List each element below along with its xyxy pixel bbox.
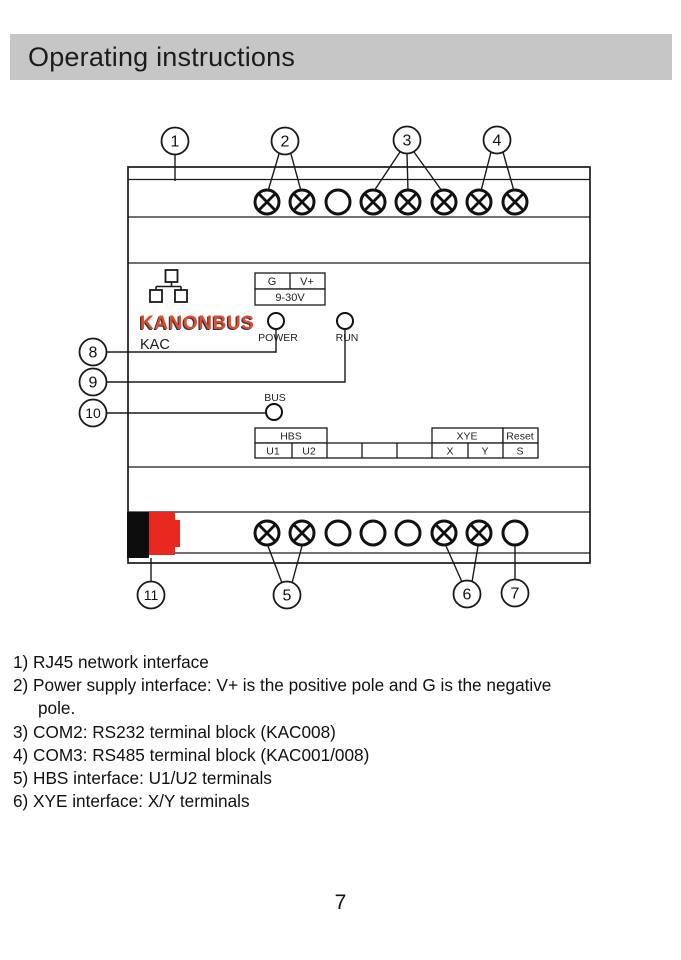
voltage-range-label: 9-30V [275,292,305,304]
hbs-group-label: HBS [280,431,302,443]
terminal-label-vplus: V+ [300,276,314,288]
open-terminal [324,188,352,216]
callout-10: 10 [78,398,108,428]
callout-11: 11 [136,580,166,610]
callout-7: 7 [500,578,530,608]
terminal-cross-mark [505,192,525,212]
xye-group-label: XYE [456,431,477,443]
callout-2: 2 [270,126,300,156]
callout-9: 9 [78,367,108,397]
bottom-terminal-row [253,519,529,547]
terminal-cross-mark [257,192,277,212]
terminal-cross-mark [434,523,454,543]
bus-led [265,403,283,421]
power-led-label: POWER [258,332,298,344]
svg-text:6: 6 [463,587,472,604]
terminal-cross-mark [292,192,312,212]
callout-leader-lines [107,151,516,584]
svg-text:2: 2 [281,134,290,151]
svg-text:8: 8 [89,345,98,362]
y-cell-label: Y [481,446,488,458]
bus-led-label: BUS [264,392,286,404]
terminal-table: HBS XYE Reset U1 U2 X Y S [254,427,539,459]
callout-3: 3 [392,125,422,155]
terminal-cross-mark [469,523,489,543]
notes-list: 1) RJ45 network interface 2) Power suppl… [13,651,558,813]
svg-text:10: 10 [85,405,101,421]
note-item-4: 4) COM3: RS485 terminal block (KAC001/00… [13,744,370,765]
device-outline [127,166,591,564]
connector-red-tab [175,520,180,547]
open-terminal [359,519,387,547]
power-supply-block: G V+ 9-30V [254,272,326,306]
svg-text:7: 7 [511,586,520,603]
brand-logo-text: KANONBUS [140,313,255,334]
terminal-cross-mark [257,523,277,543]
note-item-2: 2) Power supply interface: V+ is the pos… [13,675,552,719]
brand-logo: KANONBUS KANONBUS [139,313,255,335]
connector-red-block [149,512,175,555]
x-cell-label: X [446,446,453,458]
callout-4: 4 [482,125,512,155]
callout-8: 8 [78,337,108,367]
terminal-cross-mark [434,192,454,212]
callout-1: 1 [160,126,190,156]
connector-black-block [127,512,149,558]
svg-text:9: 9 [89,375,98,392]
page-title: Operating instructions [28,41,296,72]
reset-group-label: Reset [506,431,534,443]
open-terminal [394,519,422,547]
svg-text:4: 4 [493,133,502,150]
section-header-bar: Operating instructions [10,34,672,80]
brand-logo-shadow: KANONBUS [139,314,254,335]
terminal-cross-mark [363,192,383,212]
terminal-cross-mark [398,192,418,212]
s-cell-label: S [516,446,523,458]
terminal-label-g: G [268,276,277,288]
terminal-cross-mark [469,192,489,212]
model-label: KAC [140,337,170,353]
callout-5: 5 [272,580,302,610]
power-led [267,312,285,330]
run-led-label: RUN [336,332,359,344]
svg-text:11: 11 [144,587,159,603]
top-terminal-row [253,188,529,216]
note-item-1: 1) RJ45 network interface [13,652,209,672]
svg-text:1: 1 [171,134,180,151]
network-icon [149,269,188,303]
u2-cell-label: U2 [302,446,316,458]
u1-cell-label: U1 [266,446,280,458]
note-item-6: 6) XYE interface: X/Y terminals [13,791,250,812]
open-terminal [324,519,352,547]
svg-text:5: 5 [283,588,292,605]
svg-text:3: 3 [403,133,412,150]
note-item-3: 3) COM2: RS232 terminal block (KAC008) [13,721,336,742]
terminal-cross-mark [292,523,312,543]
run-led [336,312,354,330]
note-item-5: 5) HBS interface: U1/U2 terminals [13,768,272,789]
open-terminal [501,519,529,547]
callout-6: 6 [452,579,482,609]
page-number: 7 [334,891,347,914]
